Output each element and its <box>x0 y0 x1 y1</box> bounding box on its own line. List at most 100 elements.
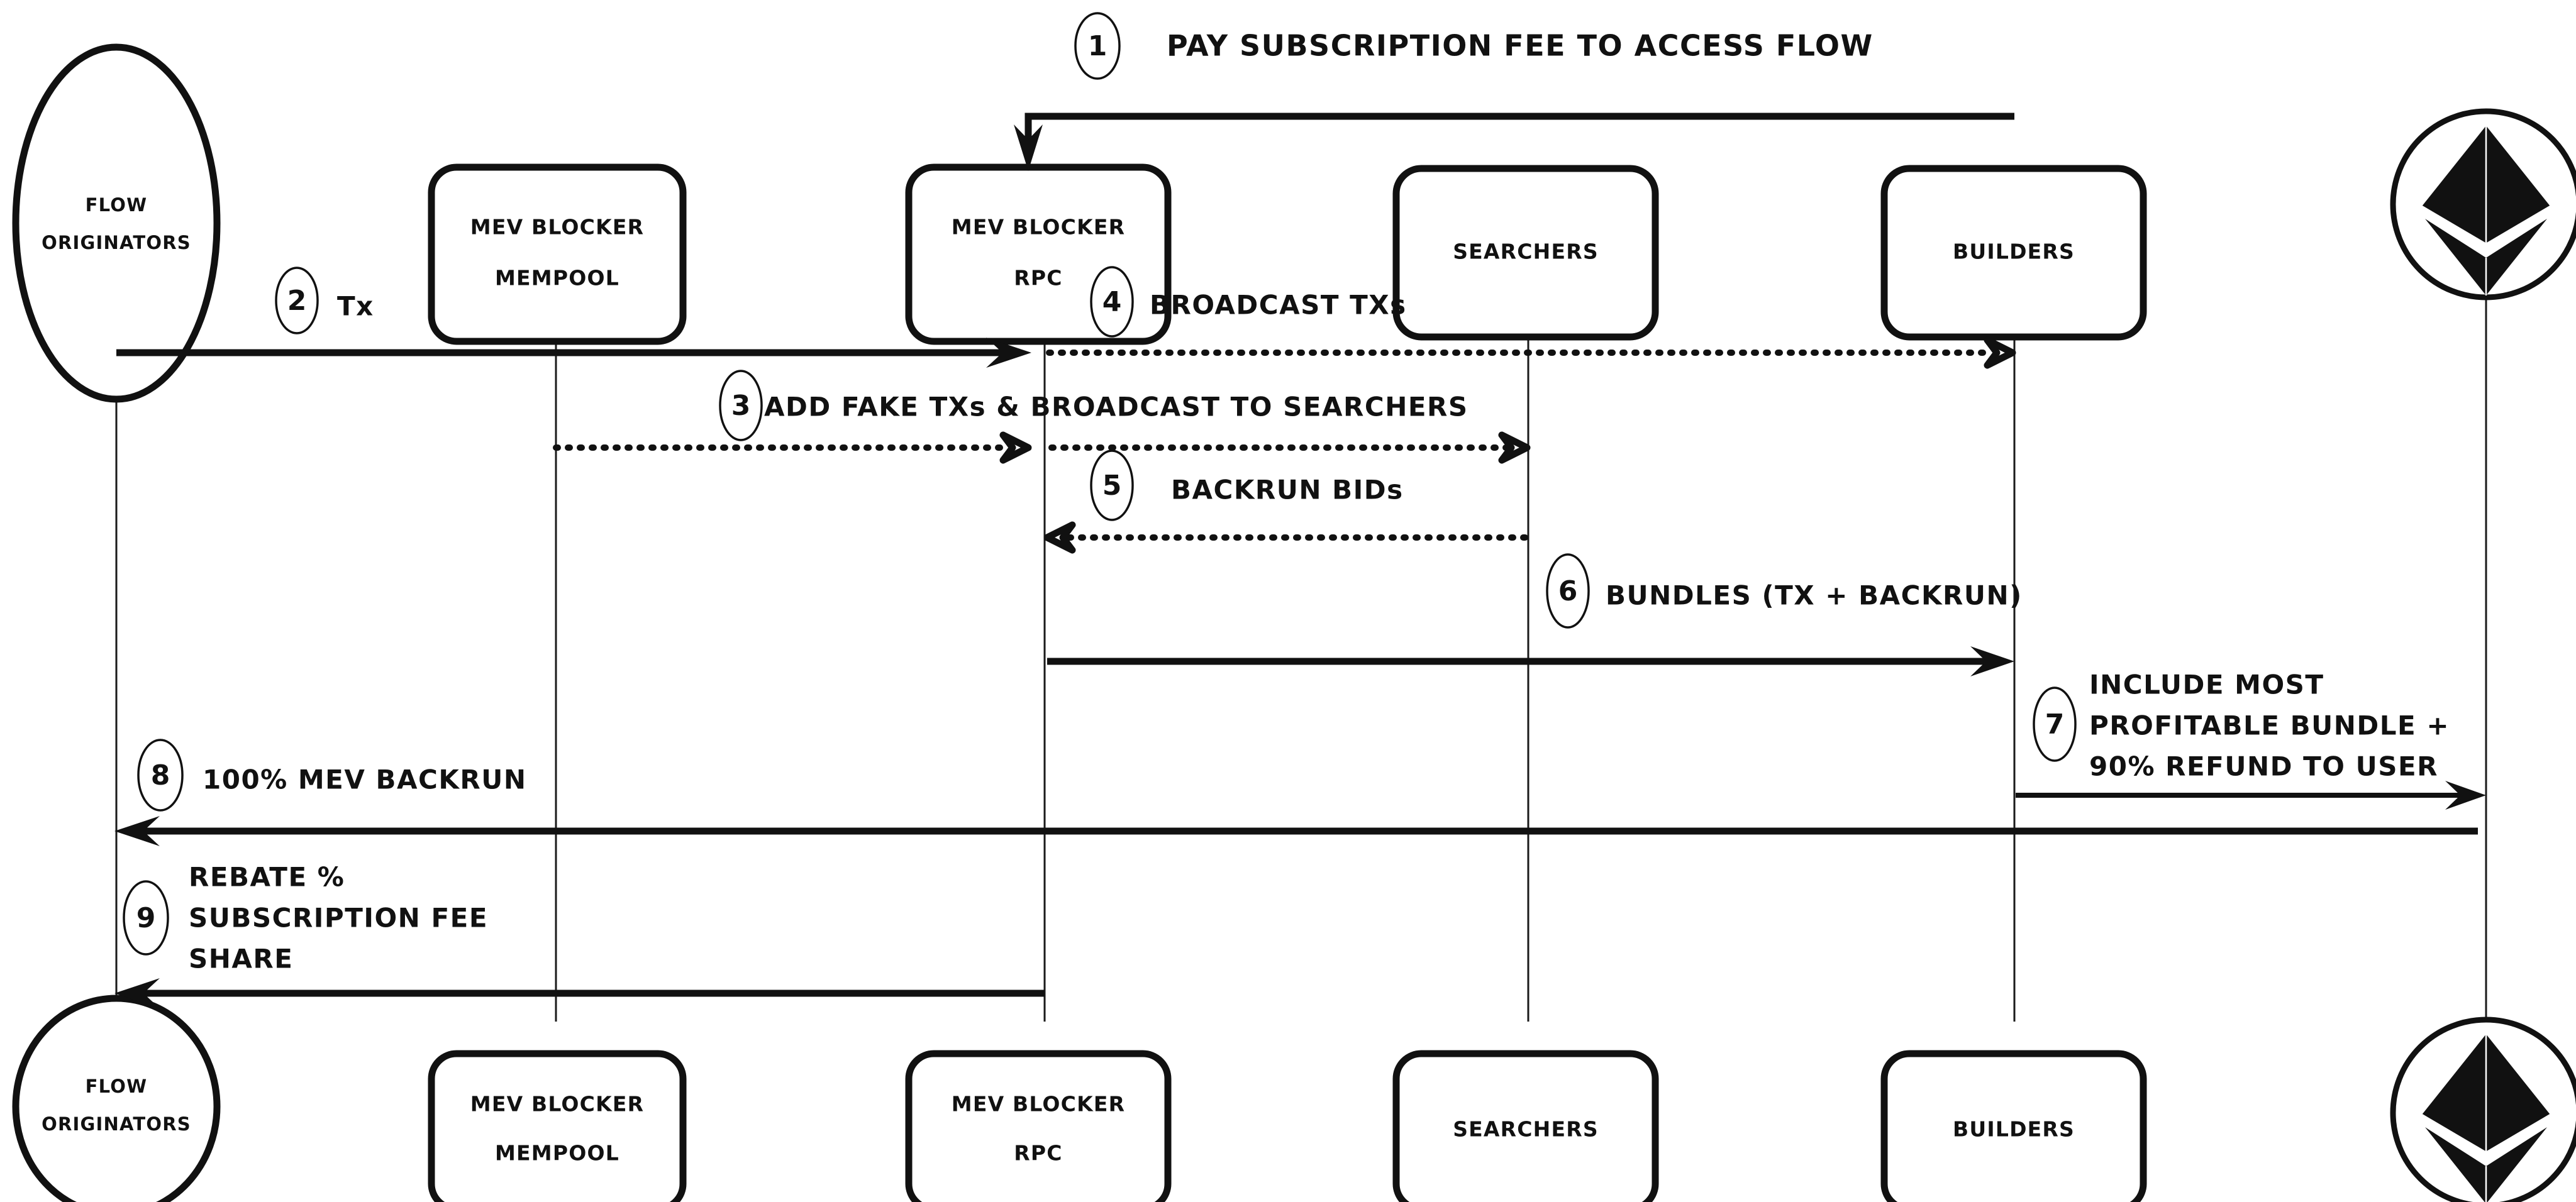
message-1-step-badge: 1 <box>1074 12 1121 80</box>
message-1-step-ellipse <box>1074 12 1121 80</box>
message-3: 3 ADD FAKE TXs & BROADCAST TO SEARCHERS <box>553 370 1531 464</box>
message-6-step-ellipse <box>1546 553 1590 629</box>
message-4-step-badge: 4 <box>1090 266 1134 338</box>
flow-originators-label-line1: FLOW <box>86 194 148 216</box>
participant-mev-blocker-rpc-bottom[interactable]: MEV BLOCKER RPC <box>905 1050 1172 1202</box>
mev-blocker-rpc-label-bottom-line1: MEV BLOCKER <box>952 1092 1125 1117</box>
message-5-step-number: 5 <box>1102 470 1122 502</box>
message-7-label-line3: 90% REFUND TO USER <box>2089 751 2438 782</box>
message-6-label: BUNDLES (TX + BACKRUN) <box>1606 580 2023 611</box>
message-7-step-badge: 7 <box>2033 686 2077 762</box>
searchers-label-bottom: SEARCHERS <box>1453 1117 1599 1142</box>
message-1: 1 PAY SUBSCRIPTION FEE TO ACCESS FLOW <box>1014 12 2014 171</box>
message-5-arrowhead <box>1043 521 1076 554</box>
ethereum-diamond-icon-top <box>2421 126 2551 295</box>
message-8-arrowhead <box>114 816 160 846</box>
builders-box-bottom <box>1880 1050 2147 1202</box>
message-1-arrow <box>1024 113 2014 154</box>
flow-originators-ellipse <box>12 43 221 403</box>
message-9-step-ellipse <box>123 880 169 956</box>
flow-originators-label-bottom-line2: ORIGINATORS <box>42 1113 191 1135</box>
builders-label-bottom: BUILDERS <box>1953 1117 2075 1142</box>
message-8-step-ellipse <box>137 739 184 812</box>
message-8-step-badge: 8 <box>137 739 184 812</box>
mev-blocker-mempool-box-bottom <box>428 1050 687 1202</box>
message-3-step-badge: 3 <box>719 370 763 441</box>
participant-ethereum-top[interactable] <box>2390 108 2576 300</box>
searchers-box-bottom <box>1392 1050 1659 1202</box>
message-6: 6 BUNDLES (TX + BACKRUN) <box>1047 553 2023 676</box>
mev-blocker-mempool-label-bottom-line1: MEV BLOCKER <box>470 1092 644 1117</box>
participants-bottom: FLOW ORIGINATORS MEV BLOCKER MEMPOOL MEV… <box>12 995 2576 1202</box>
message-4-arrowhead <box>1984 336 2016 369</box>
builders-box <box>1880 165 2147 341</box>
mev-blocker-rpc-label-bottom-line2: RPC <box>1014 1141 1062 1166</box>
message-9-label-line3: SHARE <box>189 944 293 974</box>
message-2-step-number: 2 <box>287 285 307 317</box>
participant-flow-originators-top[interactable]: FLOW ORIGINATORS <box>12 43 221 403</box>
message-9: 9 REBATE % SUBSCRIPTION FEE SHARE <box>114 862 1045 1008</box>
message-7-step-number: 7 <box>2045 709 2065 741</box>
message-7: 7 INCLUDE MOST PROFITABLE BUNDLE + 90% R… <box>2016 670 2486 810</box>
builders-label: BUILDERS <box>1953 240 2075 264</box>
message-4-step-number: 4 <box>1102 286 1122 318</box>
flow-originators-label-line2: ORIGINATORS <box>42 232 191 253</box>
message-2-arrowhead <box>986 338 1031 368</box>
flow-originators-label-bottom-line1: FLOW <box>86 1076 148 1097</box>
message-4: 4 BROADCAST TXs <box>1046 266 2016 369</box>
participant-flow-originators-bottom[interactable]: FLOW ORIGINATORS <box>12 995 221 1202</box>
searchers-box <box>1392 165 1659 341</box>
mev-blocker-mempool-box <box>428 163 687 345</box>
message-7-step-ellipse <box>2033 686 2077 762</box>
mev-blocker-rpc-label-line2: RPC <box>1014 266 1062 290</box>
message-1-step-number: 1 <box>1088 30 1108 62</box>
participant-builders-bottom[interactable]: BUILDERS <box>1880 1050 2147 1202</box>
ethereum-diamond-icon-bottom <box>2421 1034 2551 1202</box>
message-6-step-number: 6 <box>1558 575 1578 607</box>
message-6-arrowhead <box>1970 646 2014 676</box>
message-7-arrowhead <box>2445 781 2486 810</box>
message-1-label: PAY SUBSCRIPTION FEE TO ACCESS FLOW <box>1167 29 1874 63</box>
message-8-step-number: 8 <box>151 759 170 791</box>
participant-mev-blocker-mempool-top[interactable]: MEV BLOCKER MEMPOOL <box>428 163 687 345</box>
message-7-label-line1: INCLUDE MOST <box>2089 670 2324 700</box>
message-3-step-number: 3 <box>731 390 751 422</box>
participants-top: FLOW ORIGINATORS MEV BLOCKER MEMPOOL MEV… <box>12 43 2576 403</box>
message-6-step-badge: 6 <box>1546 553 1590 629</box>
mev-blocker-rpc-label-line1: MEV BLOCKER <box>952 215 1125 240</box>
message-9-label-line2: SUBSCRIPTION FEE <box>189 903 488 934</box>
message-5-step-ellipse <box>1090 449 1134 521</box>
message-3-label: ADD FAKE TXs & BROADCAST TO SEARCHERS <box>764 392 1468 422</box>
message-3-step-ellipse <box>719 370 763 441</box>
message-2-label: Tx <box>337 291 374 322</box>
mev-blocker-mempool-label-line1: MEV BLOCKER <box>470 215 644 240</box>
participant-searchers-top[interactable]: SEARCHERS <box>1392 165 1659 341</box>
message-2-step-badge: 2 <box>275 267 319 334</box>
participant-searchers-bottom[interactable]: SEARCHERS <box>1392 1050 1659 1202</box>
message-3-arrowhead-2 <box>1498 431 1531 464</box>
message-5-step-badge: 5 <box>1090 449 1134 521</box>
message-9-step-number: 9 <box>136 902 156 934</box>
message-2-step-ellipse <box>275 267 319 334</box>
lifelines <box>115 157 2487 1044</box>
message-8: 8 100% MEV BACKRUN <box>114 739 2478 846</box>
message-5: 5 BACKRUN BIDs <box>1043 449 1531 554</box>
message-7-label-line2: PROFITABLE BUNDLE + <box>2089 710 2450 741</box>
flow-originators-ellipse-bottom <box>12 995 221 1202</box>
message-4-label: BROADCAST TXs <box>1150 290 1407 321</box>
message-9-step-badge: 9 <box>123 880 169 956</box>
searchers-label: SEARCHERS <box>1453 240 1599 264</box>
participant-builders-top[interactable]: BUILDERS <box>1880 165 2147 341</box>
message-9-arrowhead <box>114 978 160 1008</box>
message-5-label: BACKRUN BIDs <box>1171 475 1404 505</box>
participant-ethereum-bottom[interactable] <box>2390 1017 2576 1202</box>
message-4-step-ellipse <box>1090 266 1134 338</box>
participant-mev-blocker-mempool-bottom[interactable]: MEV BLOCKER MEMPOOL <box>428 1050 687 1202</box>
message-8-label: 100% MEV BACKRUN <box>203 764 526 795</box>
mev-blocker-mempool-label-bottom-line2: MEMPOOL <box>495 1141 619 1166</box>
message-3-arrowhead-1 <box>999 431 1032 464</box>
message-9-label-line1: REBATE % <box>189 862 345 893</box>
mev-blocker-mempool-label-line2: MEMPOOL <box>495 266 619 290</box>
message-2: 2 Tx <box>116 267 1031 368</box>
